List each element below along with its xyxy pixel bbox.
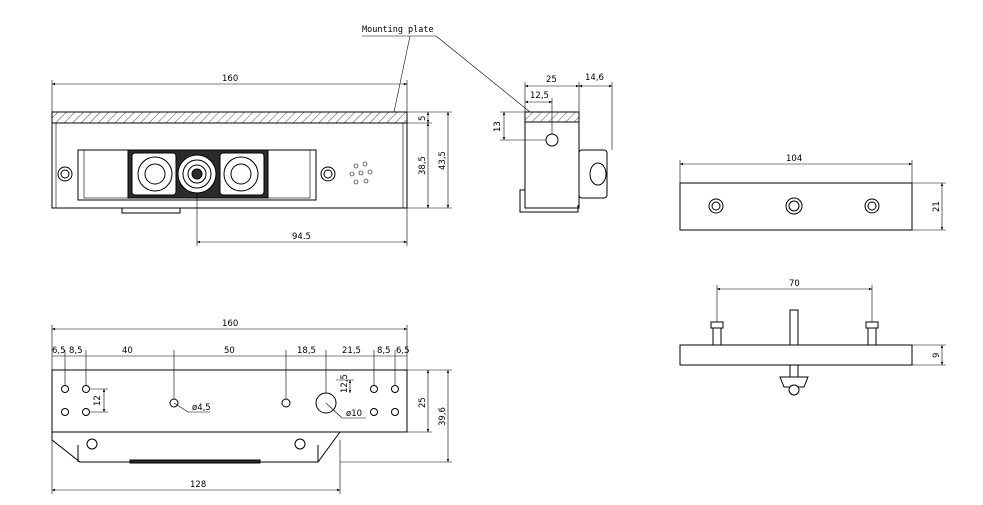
dim-plate-thickness: 9 xyxy=(932,353,942,358)
dim-top-d1: 6,5 xyxy=(52,346,66,356)
dim-top-h25: 25 xyxy=(418,397,428,408)
dim-top-d4: 50 xyxy=(224,346,235,356)
dim-top-d2: 8,5 xyxy=(69,346,83,356)
dim-top-d3: 40 xyxy=(122,346,133,356)
dim-front-plate: 5 xyxy=(418,116,428,121)
dim-plate-width: 104 xyxy=(786,154,802,164)
dim-front-total-height: 43,5 xyxy=(438,151,448,170)
dim-top-h39-6: 39,6 xyxy=(438,407,448,426)
dim-side-extra: 14,6 xyxy=(585,73,604,83)
dim-front-width: 160 xyxy=(222,74,238,84)
dim-side-hole-y: 13 xyxy=(493,121,503,132)
front-view: 160 5 38,5 43,5 94.5 xyxy=(51,74,452,246)
dim-top-v12: 12 xyxy=(93,395,103,406)
dim-top-dia-large: ø10 xyxy=(346,409,362,419)
plate-side-view: 70 9 xyxy=(679,279,946,396)
dim-top-d8: 6,5 xyxy=(396,346,410,356)
side-view: 25 14,6 12,5 13 xyxy=(493,73,613,213)
dim-top-dia-small: ø4,5 xyxy=(192,403,211,413)
dim-front-body-height: 38,5 xyxy=(418,156,428,175)
dim-top-d5: 18,5 xyxy=(297,346,316,356)
dim-side-hole-x: 12,5 xyxy=(530,91,549,101)
dim-plate-pins: 70 xyxy=(789,279,800,289)
dim-top-d7: 8,5 xyxy=(377,346,391,356)
dim-top-total: 160 xyxy=(222,319,238,329)
dim-plate-height: 21 xyxy=(932,201,942,212)
dim-side-width: 25 xyxy=(546,75,557,85)
mounting-plate-label: Mounting plate xyxy=(362,25,434,35)
dim-top-v12-5: 12,5 xyxy=(340,374,350,393)
mounting-plate-callout: Mounting plate xyxy=(362,25,531,113)
top-view: 160 6,5 8,5 40 50 18,5 21,5 8,5 6,5 12 1… xyxy=(51,319,452,494)
dim-top-bottom: 128 xyxy=(190,480,206,490)
dim-top-d6: 21,5 xyxy=(342,346,361,356)
plate-top-view: 104 21 xyxy=(679,154,946,231)
dim-front-offset: 94.5 xyxy=(292,232,311,242)
